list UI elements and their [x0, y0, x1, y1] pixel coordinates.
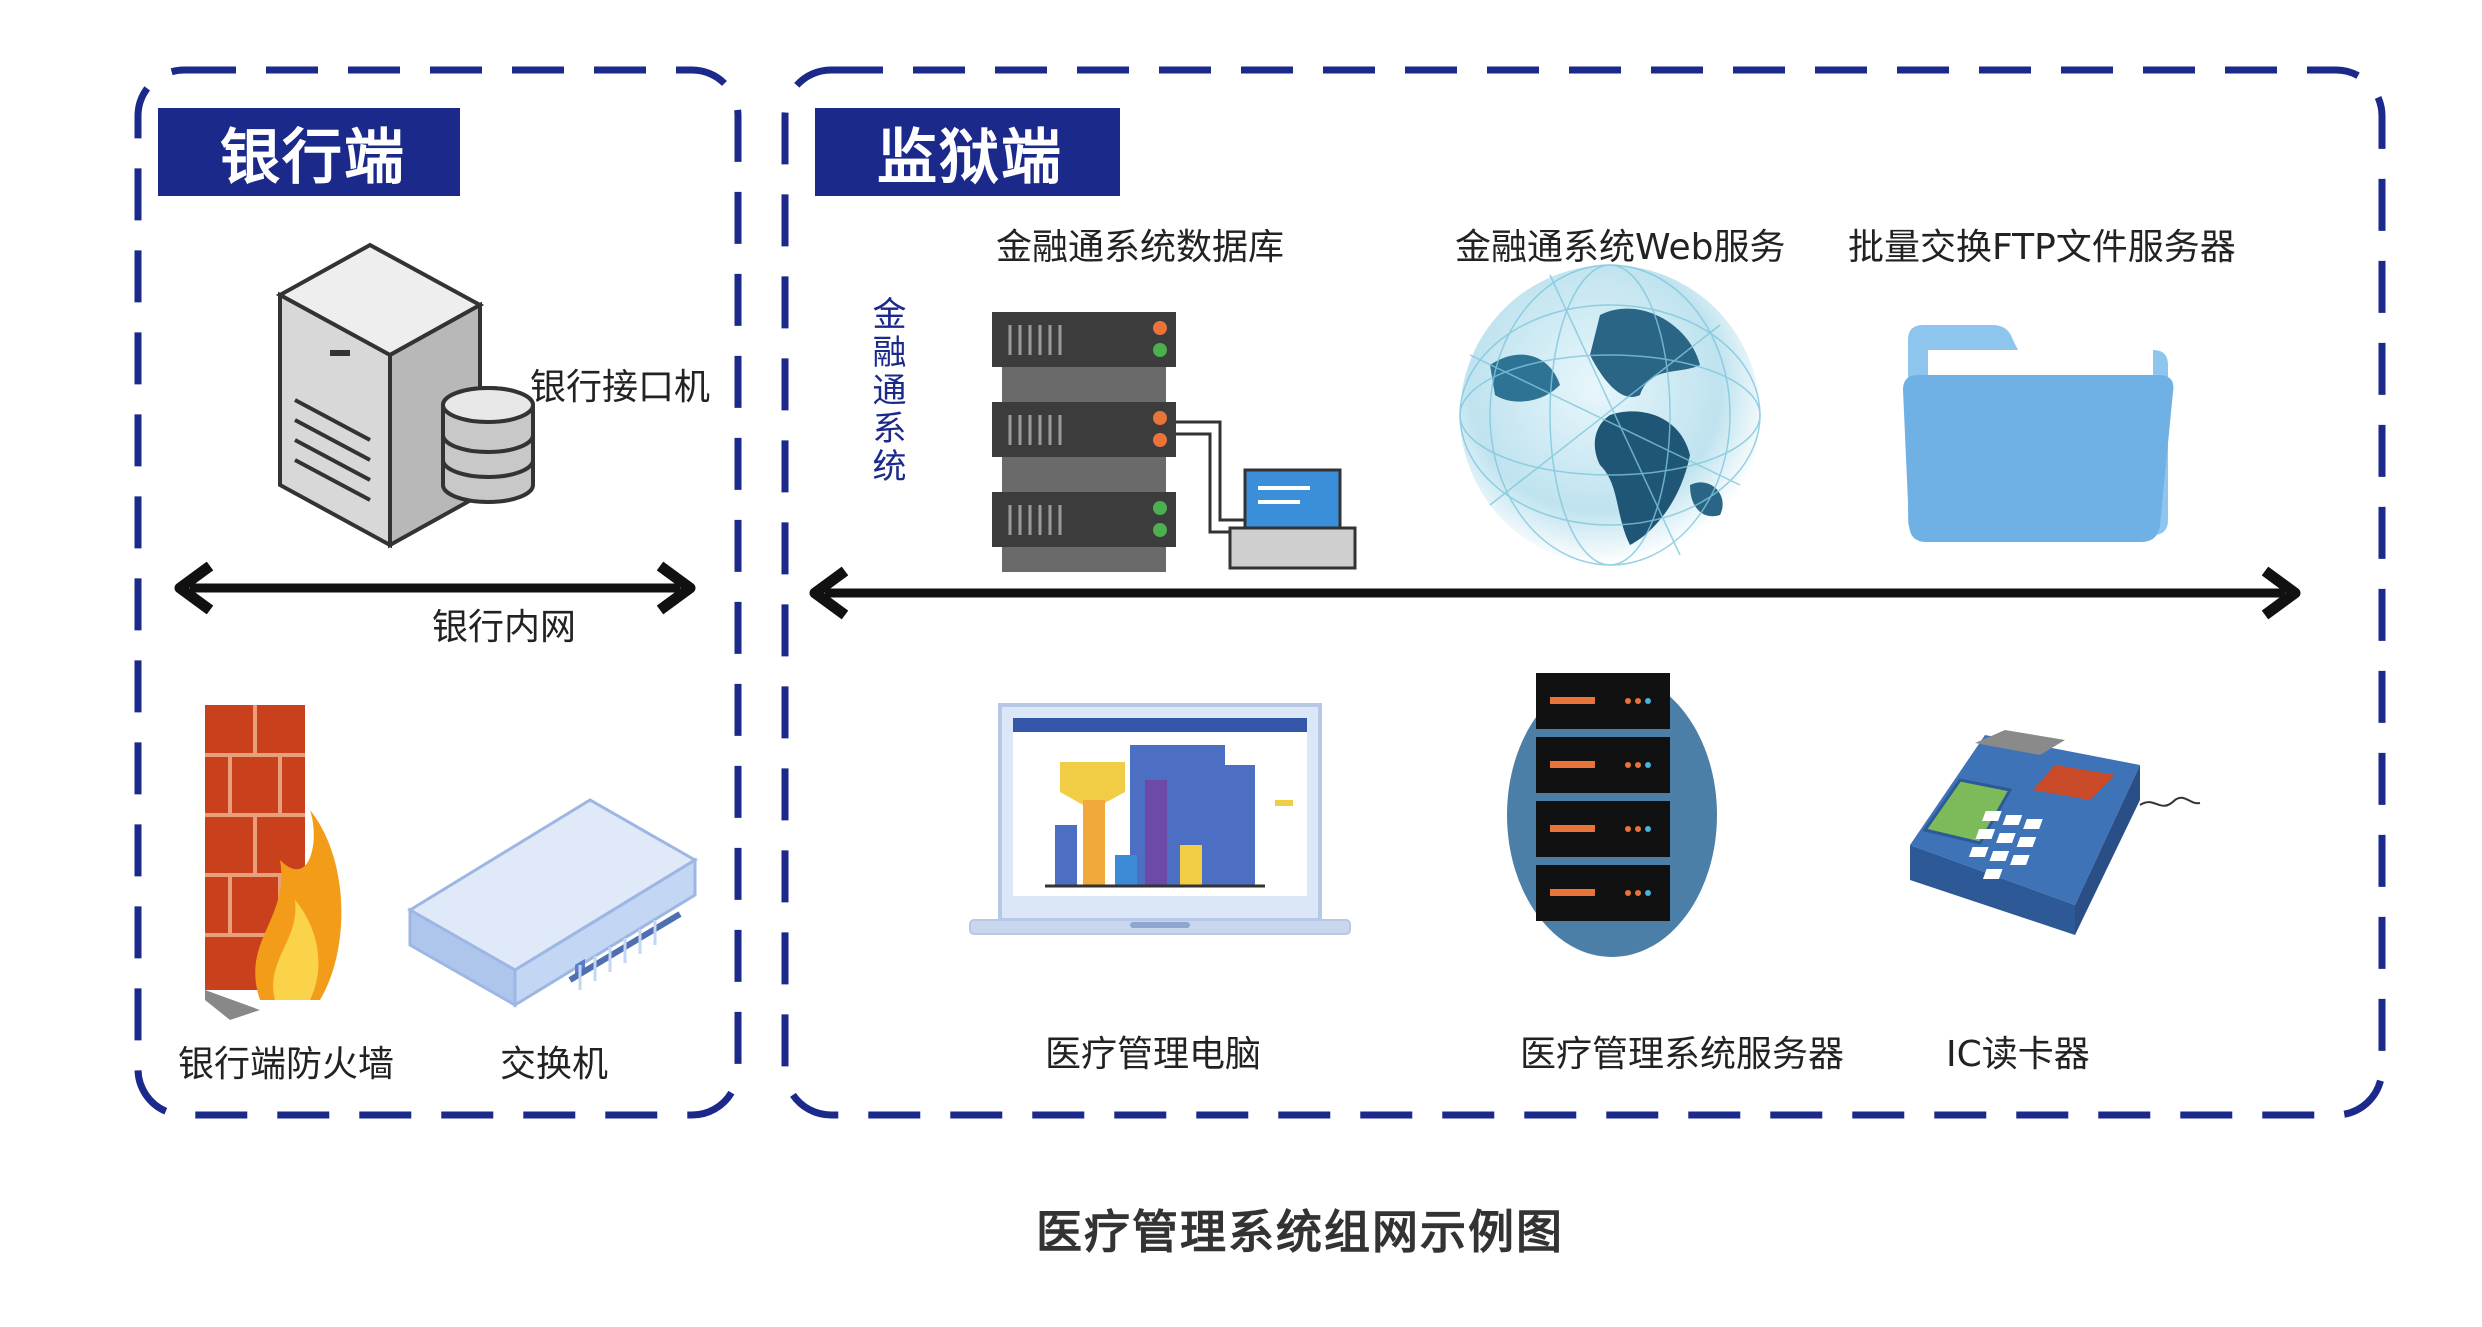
- rack-server-icon: [1507, 673, 1717, 957]
- bank-server-icon: [275, 242, 535, 549]
- laptop-icon: [969, 703, 1351, 935]
- ftp-server-label: 批量交换FTP文件服务器: [1848, 227, 2236, 268]
- diagram-caption: 医疗管理系统组网示例图: [1036, 1205, 1564, 1259]
- folder-icon: [1903, 325, 2174, 542]
- bank-interface-machine-label: 银行接口机: [530, 367, 711, 408]
- bank-title-tag: 银行端: [158, 108, 460, 196]
- system-vertical-label: 金融通系统: [866, 296, 906, 486]
- web-service-label: 金融通系统Web服务: [1455, 227, 1786, 268]
- globe-icon: [1459, 264, 1761, 566]
- prison-title-tag: 监狱端: [815, 108, 1120, 196]
- medical-server-label: 医疗管理系统服务器: [1520, 1034, 1845, 1075]
- switch-label: 交换机: [500, 1044, 609, 1085]
- switch-icon: [407, 798, 698, 1008]
- database-label: 金融通系统数据库: [996, 227, 1285, 268]
- medical-pc-label: 医疗管理电脑: [1045, 1034, 1262, 1075]
- bank-intranet-label: 银行内网: [432, 607, 577, 648]
- card-reader-icon: [1910, 730, 2201, 935]
- card-reader-label: IC读卡器: [1946, 1034, 2090, 1075]
- firewall-icon: [205, 705, 342, 1020]
- database-server-icon: [992, 312, 1357, 572]
- firewall-label: 银行端防火墙: [178, 1044, 395, 1085]
